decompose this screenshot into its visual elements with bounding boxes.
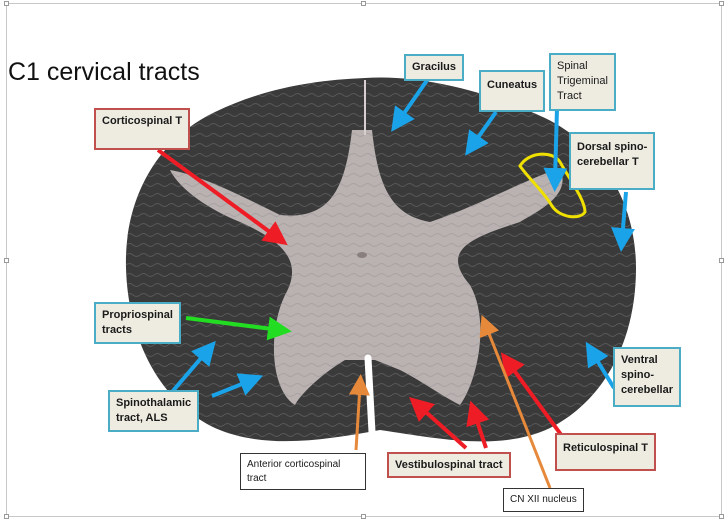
label-ventral-spinocerebellar-line-2: spino- xyxy=(621,368,654,381)
anterior-median-fissure xyxy=(364,354,376,436)
label-spinothalamic-line-2: tract, ALS xyxy=(116,411,168,424)
resize-handle-left[interactable] xyxy=(4,258,9,263)
central-canal xyxy=(357,252,367,258)
red-arrows xyxy=(156,148,564,450)
label-dorsal-spinocerebellar: Dorsal spino- cerebellar T xyxy=(569,132,656,190)
label-spinal-trigeminal-line-1: Spinal xyxy=(557,60,588,72)
page-title: C1 cervical tracts xyxy=(8,58,200,86)
arrow-vestibulospinal-1 xyxy=(409,396,468,450)
label-spinal-trigeminal: Spinal Trigeminal Tract xyxy=(549,53,616,111)
arrow-dorsal-spinocerebellar xyxy=(611,191,635,252)
arrow-spinothalamic-2 xyxy=(211,373,264,398)
resize-handle-bottom-left[interactable] xyxy=(4,514,9,519)
label-ventral-spinocerebellar: Ventral spino- cerebellar xyxy=(613,347,681,407)
label-spinothalamic-line-1: Spinothalamic xyxy=(116,397,192,409)
label-anterior-corticospinal: Anterior corticospinal tract xyxy=(240,453,366,490)
label-cn12-nucleus: CN XII nucleus xyxy=(503,488,584,512)
label-cuneatus: Cuneatus xyxy=(479,70,546,112)
label-spinal-trigeminal-line-2: Trigeminal xyxy=(557,74,608,87)
resize-handle-top-left[interactable] xyxy=(4,1,9,6)
arrow-cn12-nucleus xyxy=(479,314,552,489)
label-dorsal-spinocerebellar-line-1: Dorsal spino- xyxy=(577,141,648,153)
label-vestibulospinal: Vestibulospinal tract xyxy=(387,452,511,478)
arrow-spinal-trigeminal xyxy=(543,107,568,192)
resize-handle-bottom[interactable] xyxy=(361,514,366,519)
arrow-ventral-spinocerebellar xyxy=(585,341,616,390)
label-propriospinal-line-1: Propriospinal xyxy=(102,309,173,321)
resize-handle-top[interactable] xyxy=(361,1,366,6)
arrow-reticulospinal xyxy=(500,352,564,438)
arrow-corticospinal xyxy=(156,148,288,246)
label-anterior-corticospinal-line-1: Anterior corticospinal xyxy=(247,459,341,470)
label-corticospinal: Corticospinal T xyxy=(94,108,191,150)
label-spinal-trigeminal-line-3: Tract xyxy=(557,89,582,102)
spinal-cord-section xyxy=(125,77,636,442)
resize-handle-bottom-right[interactable] xyxy=(719,514,724,519)
label-propriospinal-line-2: tracts xyxy=(102,323,132,336)
label-reticulospinal-text: Reticulospinal T xyxy=(563,442,648,454)
label-anterior-corticospinal-line-2: tract xyxy=(247,472,267,484)
label-propriospinal: Propriospinal tracts xyxy=(94,302,181,344)
label-corticospinal-text: Corticospinal T xyxy=(102,115,183,127)
label-reticulospinal: Reticulospinal T xyxy=(555,433,656,471)
label-ventral-spinocerebellar-line-1: Ventral xyxy=(621,354,658,366)
arrow-anterior-corticospinal xyxy=(348,374,370,451)
arrow-spinothalamic-1 xyxy=(170,340,216,394)
resize-handle-right[interactable] xyxy=(719,258,724,263)
label-cuneatus-text: Cuneatus xyxy=(487,79,538,91)
blue-arrows xyxy=(170,74,635,398)
arrow-cuneatus xyxy=(465,110,498,156)
label-spinothalamic: Spinothalamic tract, ALS xyxy=(108,390,200,432)
label-gracilus: Gracilus xyxy=(404,54,465,81)
arrow-vestibulospinal-2 xyxy=(466,400,490,449)
resize-handle-top-right[interactable] xyxy=(719,1,724,6)
label-gracilus-text: Gracilus xyxy=(412,61,457,73)
label-ventral-spinocerebellar-line-3: cerebellar xyxy=(621,383,673,396)
label-vestibulospinal-text: Vestibulospinal tract xyxy=(395,459,503,471)
spinal-trigeminal-outline xyxy=(518,152,587,219)
arrow-gracilus xyxy=(391,74,432,132)
orange-arrows xyxy=(348,314,552,489)
gray-matter-texture xyxy=(170,130,563,405)
label-cn12-nucleus-text: CN XII nucleus xyxy=(510,494,577,505)
label-dorsal-spinocerebellar-line-2: cerebellar T xyxy=(577,155,639,168)
arrow-propriospinal xyxy=(185,316,292,341)
